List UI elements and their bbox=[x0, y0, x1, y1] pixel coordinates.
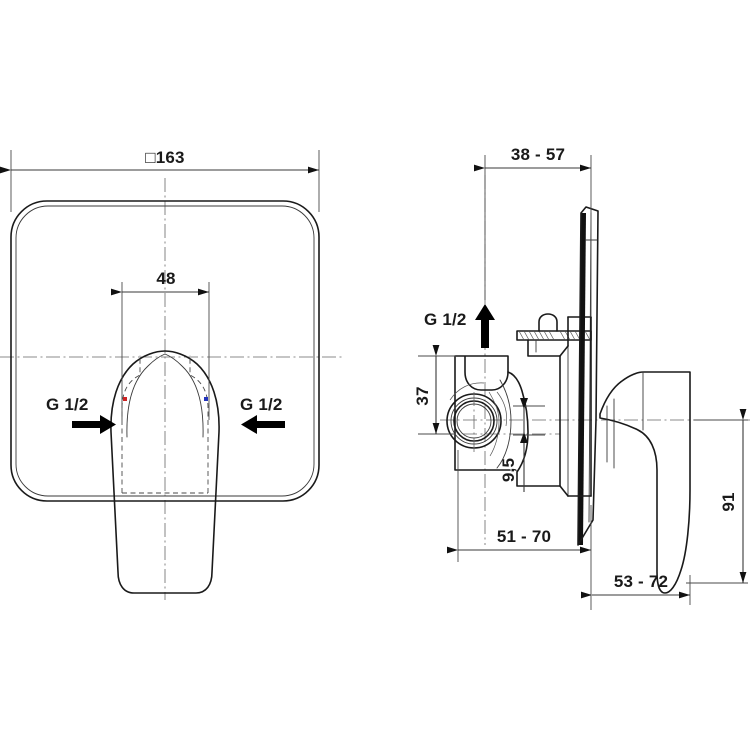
cartridge-housing-contour bbox=[507, 371, 561, 487]
plate-width-label: □163 bbox=[145, 148, 184, 167]
outlet-label: G 1/2 bbox=[424, 310, 467, 329]
escutcheon-plate-thick-edge bbox=[578, 213, 586, 545]
cartridge-hidden-right bbox=[189, 355, 209, 493]
right-inlet-label: G 1/2 bbox=[240, 395, 283, 414]
offset-arrow-top bbox=[520, 398, 528, 409]
lever-inner-highlight-left bbox=[126, 353, 166, 438]
lever-side-profile bbox=[599, 371, 691, 594]
body-offset-label: 9,5 bbox=[499, 458, 518, 482]
sleeve-top-chamfer bbox=[559, 345, 569, 357]
inlet-height-label: 37 bbox=[413, 386, 432, 405]
cold-port-marker bbox=[204, 397, 208, 401]
escutcheon-plate-profile bbox=[577, 206, 599, 546]
left-inlet-label: G 1/2 bbox=[46, 395, 89, 414]
side-view: 38 - 57 G 1/2 37 9,5 51 - 70 bbox=[413, 145, 750, 610]
install-depth-label: 51 - 70 bbox=[497, 527, 551, 546]
construction-arc-upper bbox=[449, 382, 485, 401]
front-view: □163 48 G 1/2 G 1/2 bbox=[0, 148, 345, 600]
cartridge-hidden-left bbox=[121, 355, 141, 493]
handle-drop-label: 91 bbox=[719, 492, 738, 511]
face-plate-outer-edge bbox=[10, 200, 320, 502]
left-inlet-arrow bbox=[72, 415, 116, 434]
face-plate-inner-edge bbox=[15, 205, 315, 497]
body-left-wall bbox=[454, 355, 511, 471]
cartridge-core-line bbox=[488, 391, 500, 457]
right-inlet-arrow bbox=[241, 415, 285, 434]
lever-width-label: 48 bbox=[156, 269, 175, 288]
hot-port-marker bbox=[123, 397, 127, 401]
sleeve-bottom-chamfer bbox=[559, 485, 569, 497]
body-top-saddle bbox=[454, 355, 509, 391]
lever-handle-outline bbox=[110, 350, 220, 594]
rod-support-arm bbox=[527, 339, 561, 357]
cartridge-inner-contour bbox=[496, 379, 512, 469]
lever-inner-highlight-right bbox=[164, 353, 204, 438]
offset-arrow-bottom bbox=[520, 432, 528, 443]
total-projection-label: 53 - 72 bbox=[614, 572, 668, 591]
rod-saddle-bracket bbox=[538, 313, 558, 332]
outlet-arrow-up bbox=[475, 304, 495, 348]
projection-depth-label: 38 - 57 bbox=[511, 145, 565, 164]
construction-arc-right bbox=[496, 391, 507, 427]
